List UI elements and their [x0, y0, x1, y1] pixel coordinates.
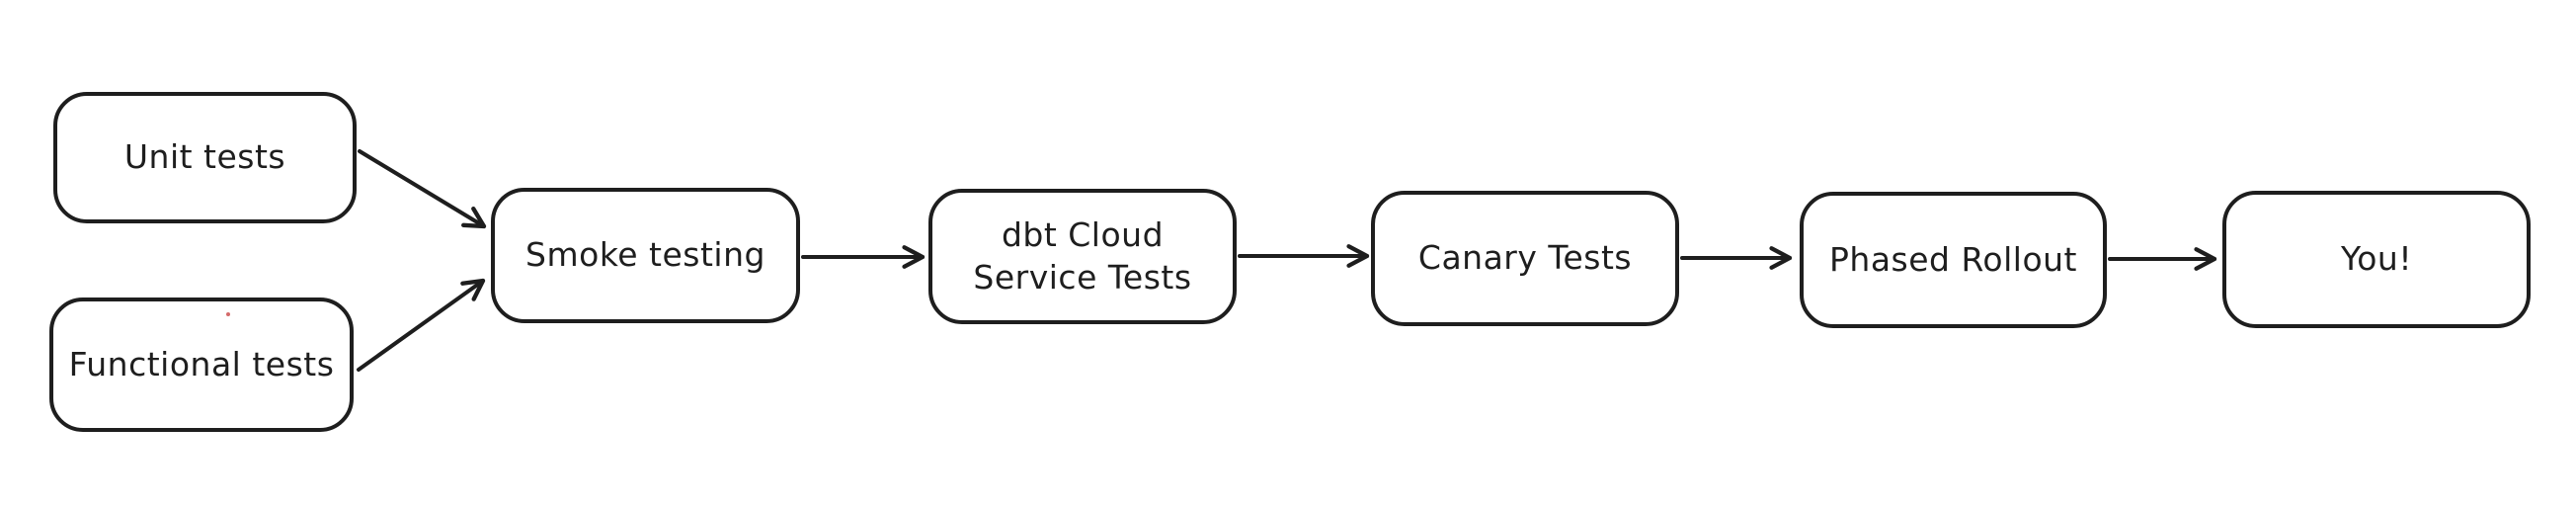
edge-functional-tests-to-smoke-testing — [357, 278, 486, 372]
node-you: You! — [2222, 191, 2531, 328]
node-you-label: You! — [2340, 239, 2413, 279]
node-unit-tests: Unit tests — [53, 92, 357, 223]
node-functional-tests: Functional tests — [49, 298, 354, 432]
node-phased-rollout: Phased Rollout — [1800, 192, 2107, 328]
node-smoke-testing: Smoke testing — [491, 188, 800, 323]
node-unit-tests-label: Unit tests — [123, 137, 286, 177]
node-canary-tests: Canary Tests — [1371, 191, 1679, 326]
node-smoke-testing-label: Smoke testing — [525, 235, 765, 275]
node-functional-tests-label: Functional tests — [68, 344, 335, 383]
node-dbt-cloud-service-tests-label: dbt Cloud Service Tests — [973, 214, 1192, 297]
node-dbt-cloud-service-tests: dbt Cloud Service Tests — [928, 189, 1237, 324]
node-canary-tests-label: Canary Tests — [1417, 238, 1633, 278]
stray-red-dot — [226, 312, 230, 316]
edge-unit-tests-to-smoke-testing — [358, 149, 487, 229]
node-phased-rollout-label: Phased Rollout — [1829, 239, 2077, 279]
